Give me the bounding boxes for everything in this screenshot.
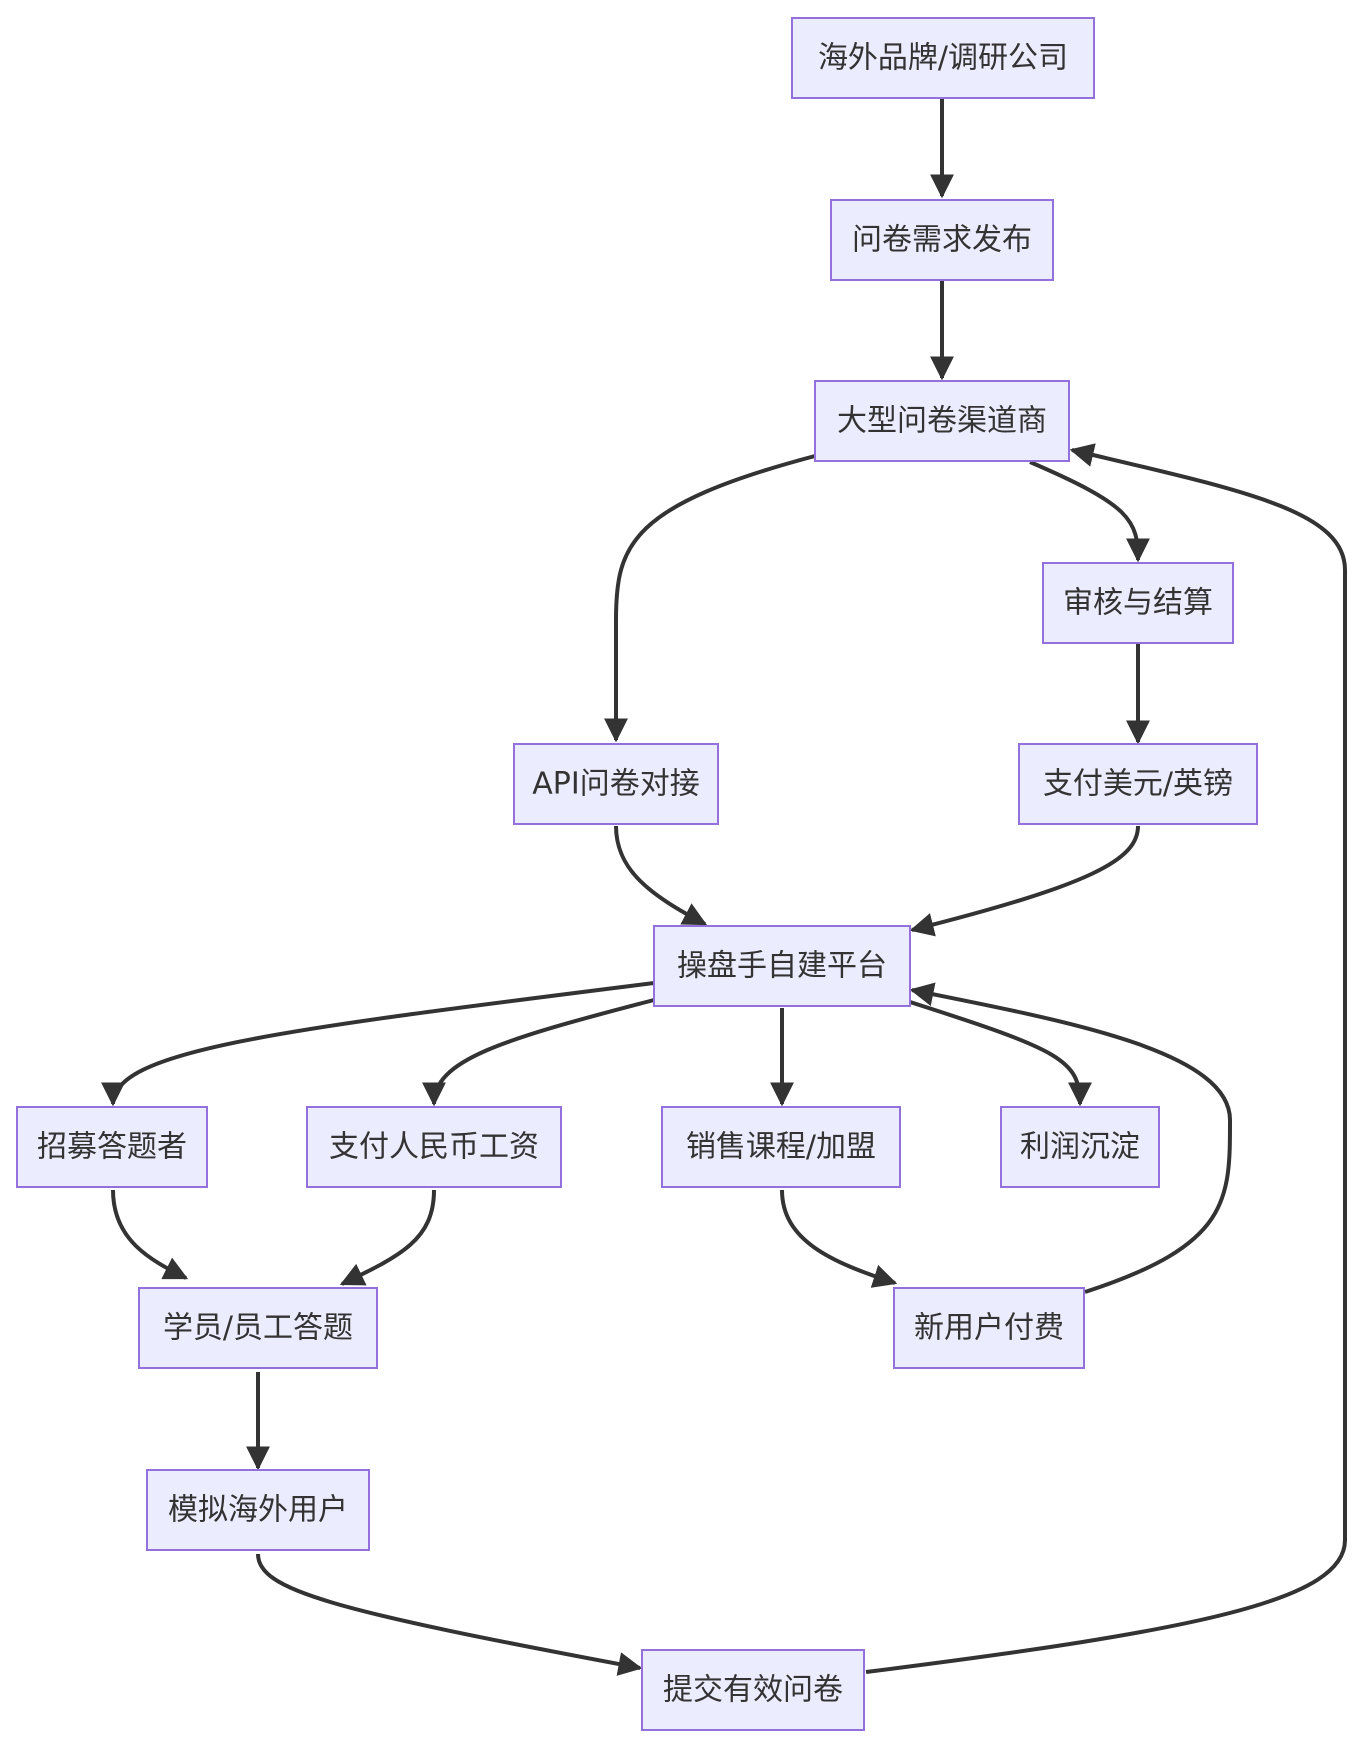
- node-submit-valid: 提交有效问卷: [641, 1649, 865, 1731]
- node-pay-usd-gbp: 支付美元/英镑: [1018, 743, 1258, 825]
- node-overseas-brand: 海外品牌/调研公司: [791, 17, 1095, 99]
- node-overseas-brand-label: 海外品牌/调研公司: [818, 41, 1068, 76]
- edge-api-docking-to-operator-platform: [614, 825, 708, 926]
- node-pay-usd-gbp-label: 支付美元/英镑: [1043, 767, 1233, 802]
- edge-operator-platform-to-profit: [909, 1000, 1092, 1107]
- node-simulate-user-label: 模拟海外用户: [168, 1493, 348, 1528]
- node-student-answer-label: 学员/员工答题: [163, 1311, 353, 1346]
- edge-sell-courses-to-new-user-pay: [780, 1189, 898, 1288]
- edge-new-user-pay-to-operator-platform: [909, 982, 1233, 1294]
- node-api-docking-label: API问卷对接: [532, 767, 699, 802]
- node-publish-demand: 问卷需求发布: [830, 199, 1054, 281]
- node-new-user-pay: 新用户付费: [893, 1287, 1085, 1369]
- edge-operator-platform-to-pay-rmb: [422, 998, 655, 1107]
- edge-operator-platform-to-recruit: [101, 981, 655, 1107]
- node-recruit: 招募答题者: [16, 1106, 208, 1188]
- edge-large-channel-to-review-settle: [1029, 460, 1150, 563]
- node-review-settle-label: 审核与结算: [1063, 586, 1213, 621]
- node-api-docking: API问卷对接: [513, 743, 719, 825]
- node-pay-rmb: 支付人民币工资: [306, 1106, 562, 1188]
- edge-pay-usd-gbp-to-operator-platform: [909, 825, 1140, 937]
- node-profit-label: 利润沉淀: [1020, 1130, 1140, 1165]
- node-student-answer: 学员/员工答题: [138, 1287, 378, 1369]
- node-operator-platform: 操盘手自建平台: [653, 925, 911, 1007]
- node-large-channel: 大型问卷渠道商: [814, 380, 1070, 462]
- node-pay-rmb-label: 支付人民币工资: [329, 1130, 539, 1165]
- node-sell-courses: 销售课程/加盟: [661, 1106, 901, 1188]
- node-new-user-pay-label: 新用户付费: [914, 1311, 1064, 1346]
- node-large-channel-label: 大型问卷渠道商: [837, 404, 1047, 439]
- node-simulate-user: 模拟海外用户: [146, 1469, 370, 1551]
- node-submit-valid-label: 提交有效问卷: [663, 1673, 843, 1708]
- edge-pay-rmb-to-student-answer: [339, 1189, 436, 1286]
- node-sell-courses-label: 销售课程/加盟: [686, 1130, 876, 1165]
- node-recruit-label: 招募答题者: [37, 1130, 187, 1165]
- node-operator-platform-label: 操盘手自建平台: [677, 949, 887, 984]
- edge-submit-valid-to-large-channel: [865, 443, 1347, 1674]
- edge-recruit-to-student-answer: [111, 1189, 189, 1280]
- edge-simulate-user-to-submit-valid: [256, 1553, 643, 1676]
- node-review-settle: 审核与结算: [1042, 562, 1234, 644]
- node-publish-demand-label: 问卷需求发布: [852, 223, 1032, 258]
- node-profit: 利润沉淀: [1000, 1106, 1160, 1188]
- edge-large-channel-to-api-docking: [604, 454, 816, 743]
